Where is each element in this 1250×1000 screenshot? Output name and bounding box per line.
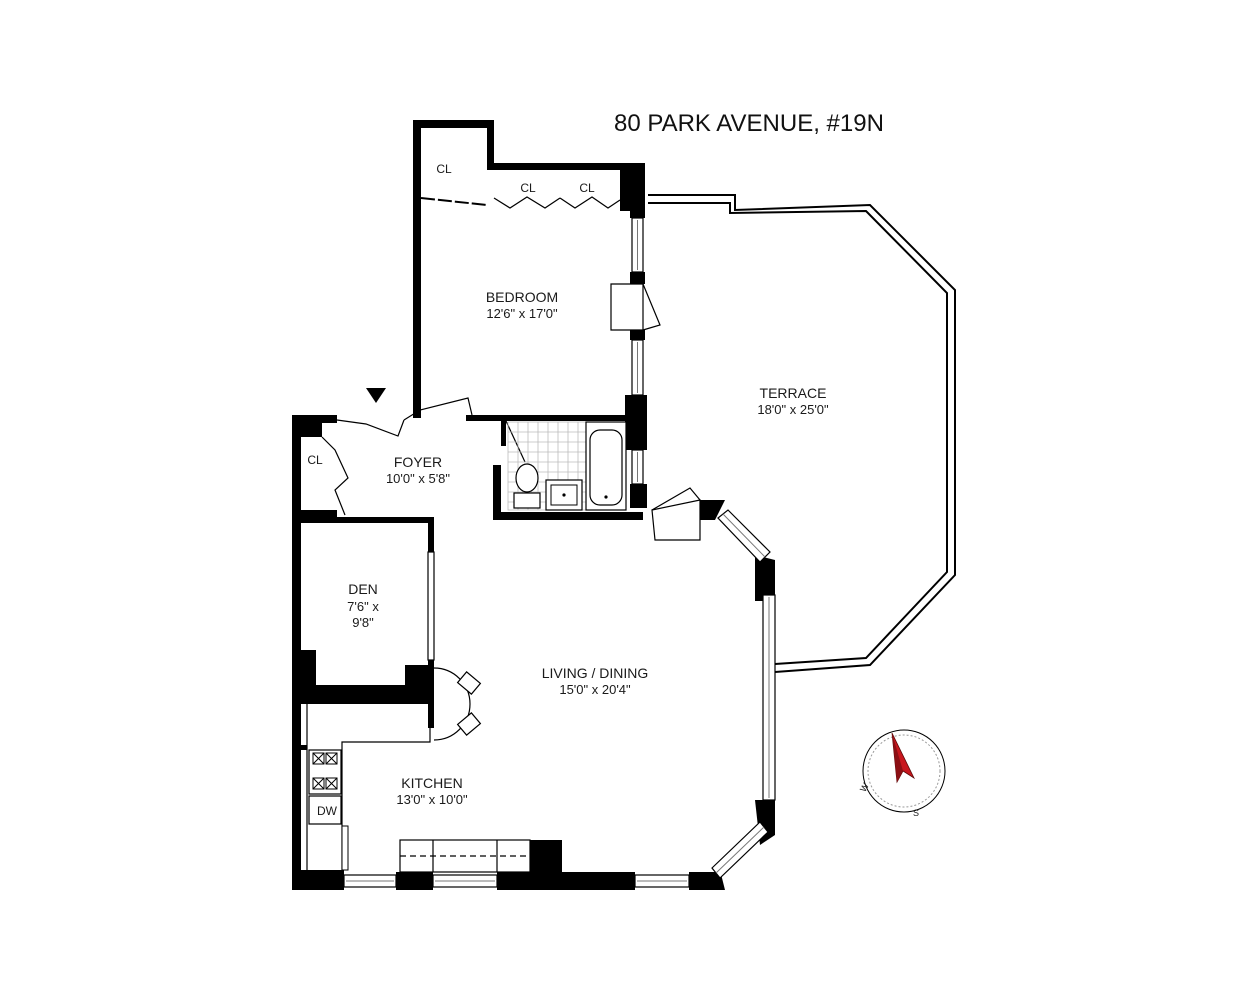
closet-label: CL [436,162,452,176]
compass-icon: W S [858,729,946,818]
room-labels: CL CL CL CL BEDROOM 12'6" x 17'0" TERRAC… [307,162,829,818]
foyer-name: FOYER [394,454,442,470]
toilet-icon [513,463,541,509]
bathtub-icon [585,421,627,511]
dining-table-icon [433,667,482,741]
living-dims: 15'0" x 20'4" [559,682,631,697]
bedroom-name: BEDROOM [486,289,558,305]
den-dims-line1: 7'6" x [347,599,379,614]
bedroom-dims: 12'6" x 17'0" [486,306,558,321]
kitchen-name: KITCHEN [401,775,462,791]
den-name: DEN [348,581,378,597]
terrace-outline [648,194,956,673]
closet-label: CL [579,181,595,195]
terrace-name: TERRACE [760,385,827,401]
closet-label: CL [307,453,323,467]
living-name: LIVING / DINING [542,665,649,681]
dishwasher [308,795,342,825]
closet-label: CL [520,181,536,195]
entry-arrow-icon [366,388,386,403]
dishwasher-label: DW [317,804,338,818]
compass-letter-s: S [913,808,919,818]
doors [321,196,701,541]
walls [292,120,775,890]
den-dims-line2: 9'8" [352,615,374,630]
kitchen-dims: 13'0" x 10'0" [396,792,468,807]
plan-title: 80 PARK AVENUE, #19N [614,110,884,137]
bathroom-fixtures [507,421,627,511]
kitchen-fixtures [306,667,531,873]
foyer-dims: 10'0" x 5'8" [386,471,450,486]
windows [343,217,776,888]
stove-icon [308,749,342,795]
terrace-dims: 18'0" x 25'0" [757,402,829,417]
sink-icon [545,479,583,511]
